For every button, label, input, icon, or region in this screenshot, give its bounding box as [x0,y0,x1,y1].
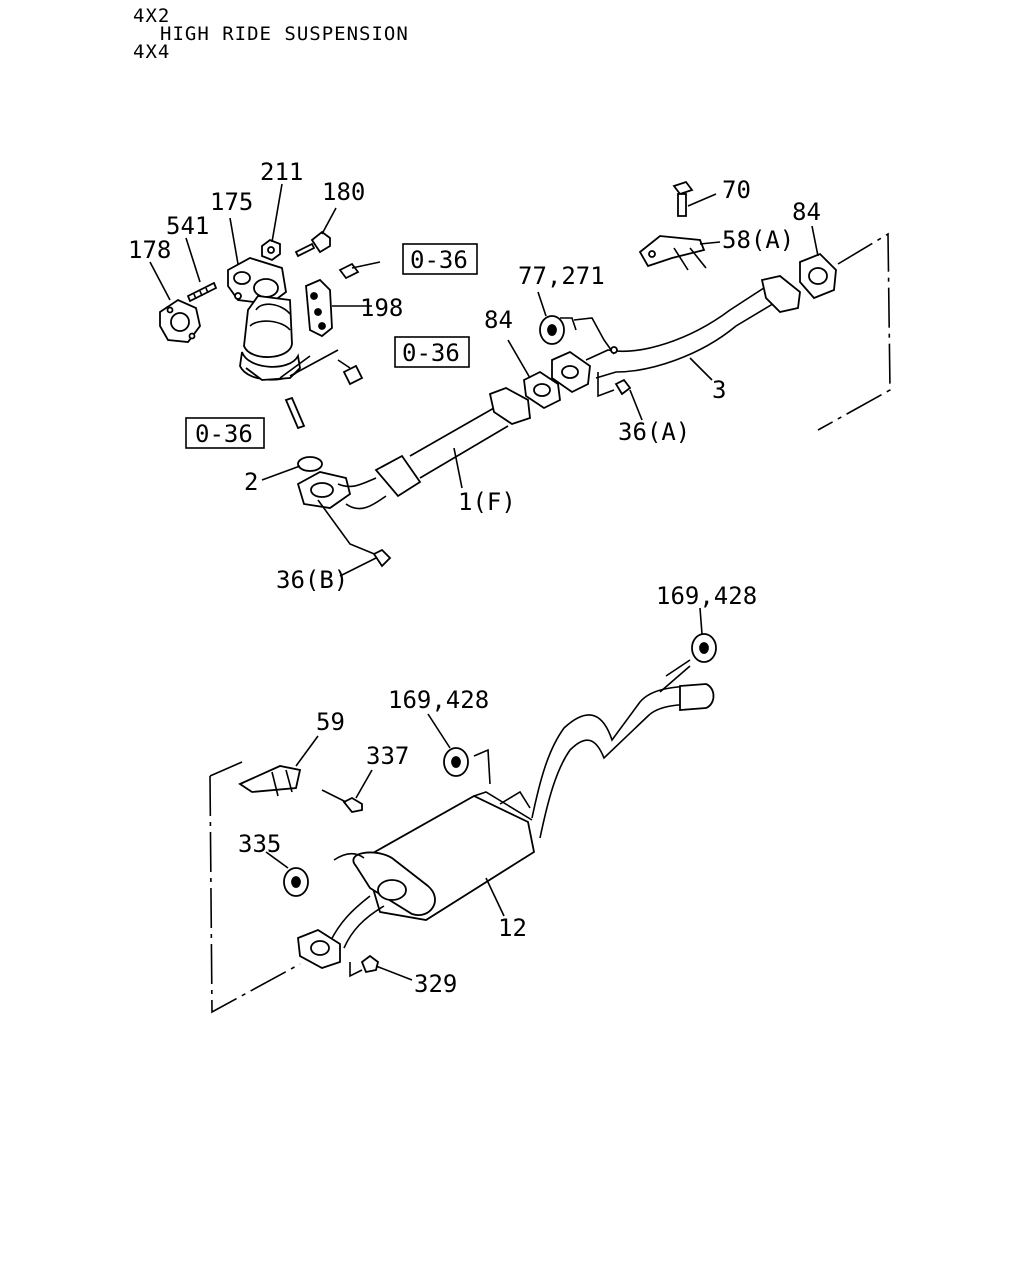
nut-36a [614,378,632,396]
callout-77-271[interactable]: 77,271 [518,262,605,290]
callout-180[interactable]: 180 [322,178,365,206]
rubber-mount-169-428-lower [443,747,469,777]
rubber-mount-335 [283,867,309,897]
callout-211[interactable]: 211 [260,158,303,186]
lower-section-frame [209,775,301,1014]
nut-329 [360,954,380,974]
bolt-180 [294,230,331,258]
bolt-337 [321,789,363,813]
callout-541[interactable]: 541 [166,212,209,240]
stud-541 [186,281,218,303]
callout-59[interactable]: 59 [316,708,345,736]
bolt-lower-0-36 [337,359,364,386]
ref-label-0-36-left: 0-36 [195,420,253,448]
header-4x2: 4X2 [133,5,170,27]
ref-box-0-36-top[interactable]: 0-36 [402,243,478,275]
callout-36b[interactable]: 36(B) [276,566,348,594]
header-4x4: 4X4 [133,41,170,63]
rubber-mount-77-271 [539,315,577,345]
callout-178[interactable]: 178 [128,236,171,264]
callout-84-mid[interactable]: 84 [484,306,513,334]
leader-lines-upper [149,183,819,577]
header-high-ride-suspension: HIGH RIDE SUSPENSION [160,23,409,45]
nut-36b [372,548,392,568]
callout-12[interactable]: 12 [498,914,527,942]
callout-1f[interactable]: 1(F) [458,488,516,516]
callout-337[interactable]: 337 [366,742,409,770]
gasket-84-mid [523,370,561,410]
callout-84-right[interactable]: 84 [792,198,821,226]
callout-3[interactable]: 3 [712,376,726,404]
callout-198[interactable]: 198 [360,294,403,322]
gasket-178 [159,298,201,343]
ref-box-0-36-left[interactable]: 0-36 [185,417,265,449]
leader-lines-lower [265,607,703,981]
ref-label-0-36-top: 0-36 [410,246,468,274]
tail-pipe [531,659,715,839]
callout-169-428-lower[interactable]: 169,428 [388,686,489,714]
callout-175[interactable]: 175 [210,188,253,216]
ref-box-0-36-mid[interactable]: 0-36 [394,336,470,368]
upper-section-frame [817,232,891,431]
lower-frame-right [473,748,491,785]
callout-58a[interactable]: 58(A) [722,226,794,254]
callout-70[interactable]: 70 [722,176,751,204]
stud-lower [284,396,306,430]
bracket-58a [638,235,707,271]
muffler-inlet-pipe [297,852,385,969]
bolt-70 [672,180,694,217]
callout-169-428-upper[interactable]: 169,428 [656,582,757,610]
lower-frame-top [209,761,243,777]
muffler-12 [352,790,536,921]
lower-frame-nut [349,962,363,978]
ref-label-0-36-mid: 0-36 [402,339,460,367]
callout-2[interactable]: 2 [244,468,258,496]
nut-211 [261,238,281,262]
bracket-59 [238,765,302,797]
o-ring-2 [297,456,323,472]
rubber-mount-169-428-upper [691,633,717,663]
front-pipe-1f [296,387,531,510]
callout-335[interactable]: 335 [238,830,281,858]
heat-shield-198 [305,278,333,338]
catalytic-converter [239,295,301,381]
callout-329[interactable]: 329 [414,970,457,998]
bolt-upper-0-36 [338,261,381,280]
center-pipe-3 [551,275,801,394]
gasket-84-right [799,252,837,300]
callout-36a[interactable]: 36(A) [618,418,690,446]
